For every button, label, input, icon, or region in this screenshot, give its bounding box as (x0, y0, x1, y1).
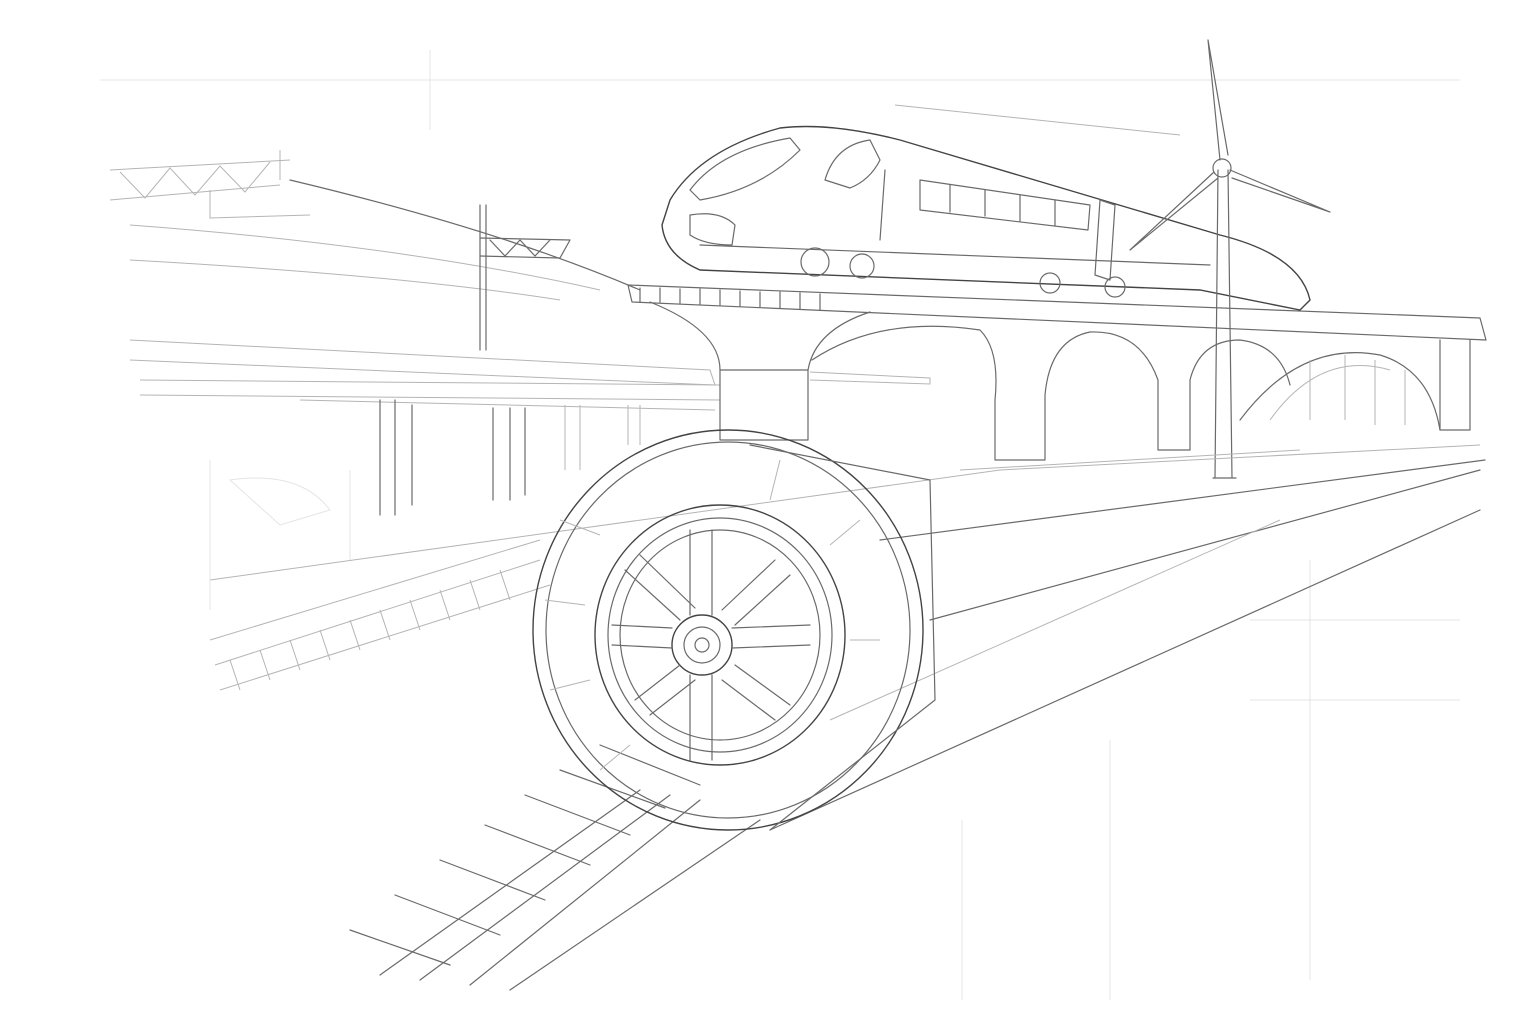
left-railway-track (209, 539, 551, 691)
left-background-sketch (209, 460, 351, 610)
front-railway-track (349, 744, 761, 991)
high-speed-train (661, 125, 1311, 311)
train-wheel (532, 429, 936, 831)
construction-guides (100, 50, 1460, 1000)
catenary-gantry (109, 150, 641, 351)
wind-turbine (1129, 39, 1331, 479)
ground-perspective-lines (209, 444, 1486, 831)
left-elevated-guideway (129, 339, 931, 516)
arched-viaduct (627, 284, 1487, 461)
